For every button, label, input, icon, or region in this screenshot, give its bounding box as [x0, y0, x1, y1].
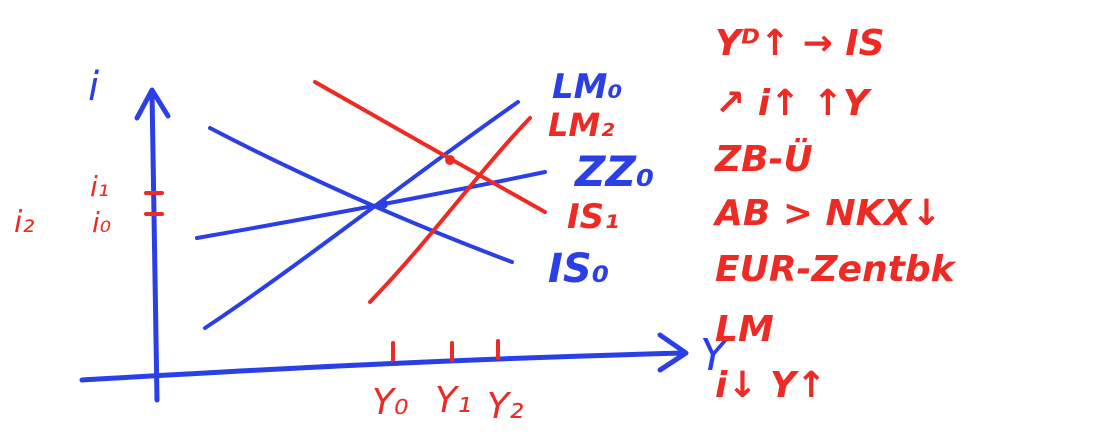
curve-label-lm0: LM₀ [552, 67, 622, 107]
x-axis-label: Y [700, 330, 730, 381]
blue-curves [195, 100, 547, 330]
is0-curve [208, 126, 514, 264]
equilibrium-point-1 [445, 155, 455, 165]
y-tick-label-i1: i₁ [90, 170, 109, 203]
x-tick-label-y2: Y₂ [487, 386, 523, 427]
curve-label-is1: IS₁ [567, 197, 619, 237]
lm0-curve [203, 100, 520, 330]
equilibrium-point-0 [378, 199, 388, 209]
ticks [144, 191, 500, 362]
y-axis [149, 89, 160, 403]
note-line-7: i↓ Y↑ [715, 365, 827, 406]
curve-label-is0: IS₀ [548, 246, 609, 292]
zz0-curve [195, 170, 547, 240]
y-tick-label-i2: i₂ [14, 205, 34, 240]
y-axis-arrowhead [134, 87, 171, 121]
curve-label-zz0: ZZ₀ [573, 147, 654, 196]
note-line-6: LM [715, 309, 774, 350]
x-tick-label-y0: Y₀ [372, 382, 408, 423]
note-line-5: EUR-Zentbk [715, 249, 955, 290]
axes [79, 87, 689, 403]
x-axis-arrowhead [657, 332, 689, 373]
curve-label-lm2: LM₂ [548, 106, 614, 144]
x-tick-label-y1: Y₁ [435, 380, 471, 421]
note-line-4: AB > NKX↓ [715, 193, 942, 234]
y-tick-label-i0: i₀ [92, 206, 111, 239]
y-axis-label: i [88, 64, 99, 110]
note-line-3: ZB-Ü [715, 139, 813, 180]
note-line-1: Yᴰ↑ → IS [715, 23, 885, 64]
lm2-curve [368, 116, 532, 304]
note-line-2: ↗ i↑ ↑Y [715, 83, 869, 124]
x-axis [79, 350, 687, 383]
notes-panel: Yᴰ↑ → IS ↗ i↑ ↑Y ZB-Ü AB > NKX↓ EUR-Zent… [715, 14, 1085, 429]
is1-curve [313, 80, 547, 214]
red-curves [313, 80, 547, 304]
